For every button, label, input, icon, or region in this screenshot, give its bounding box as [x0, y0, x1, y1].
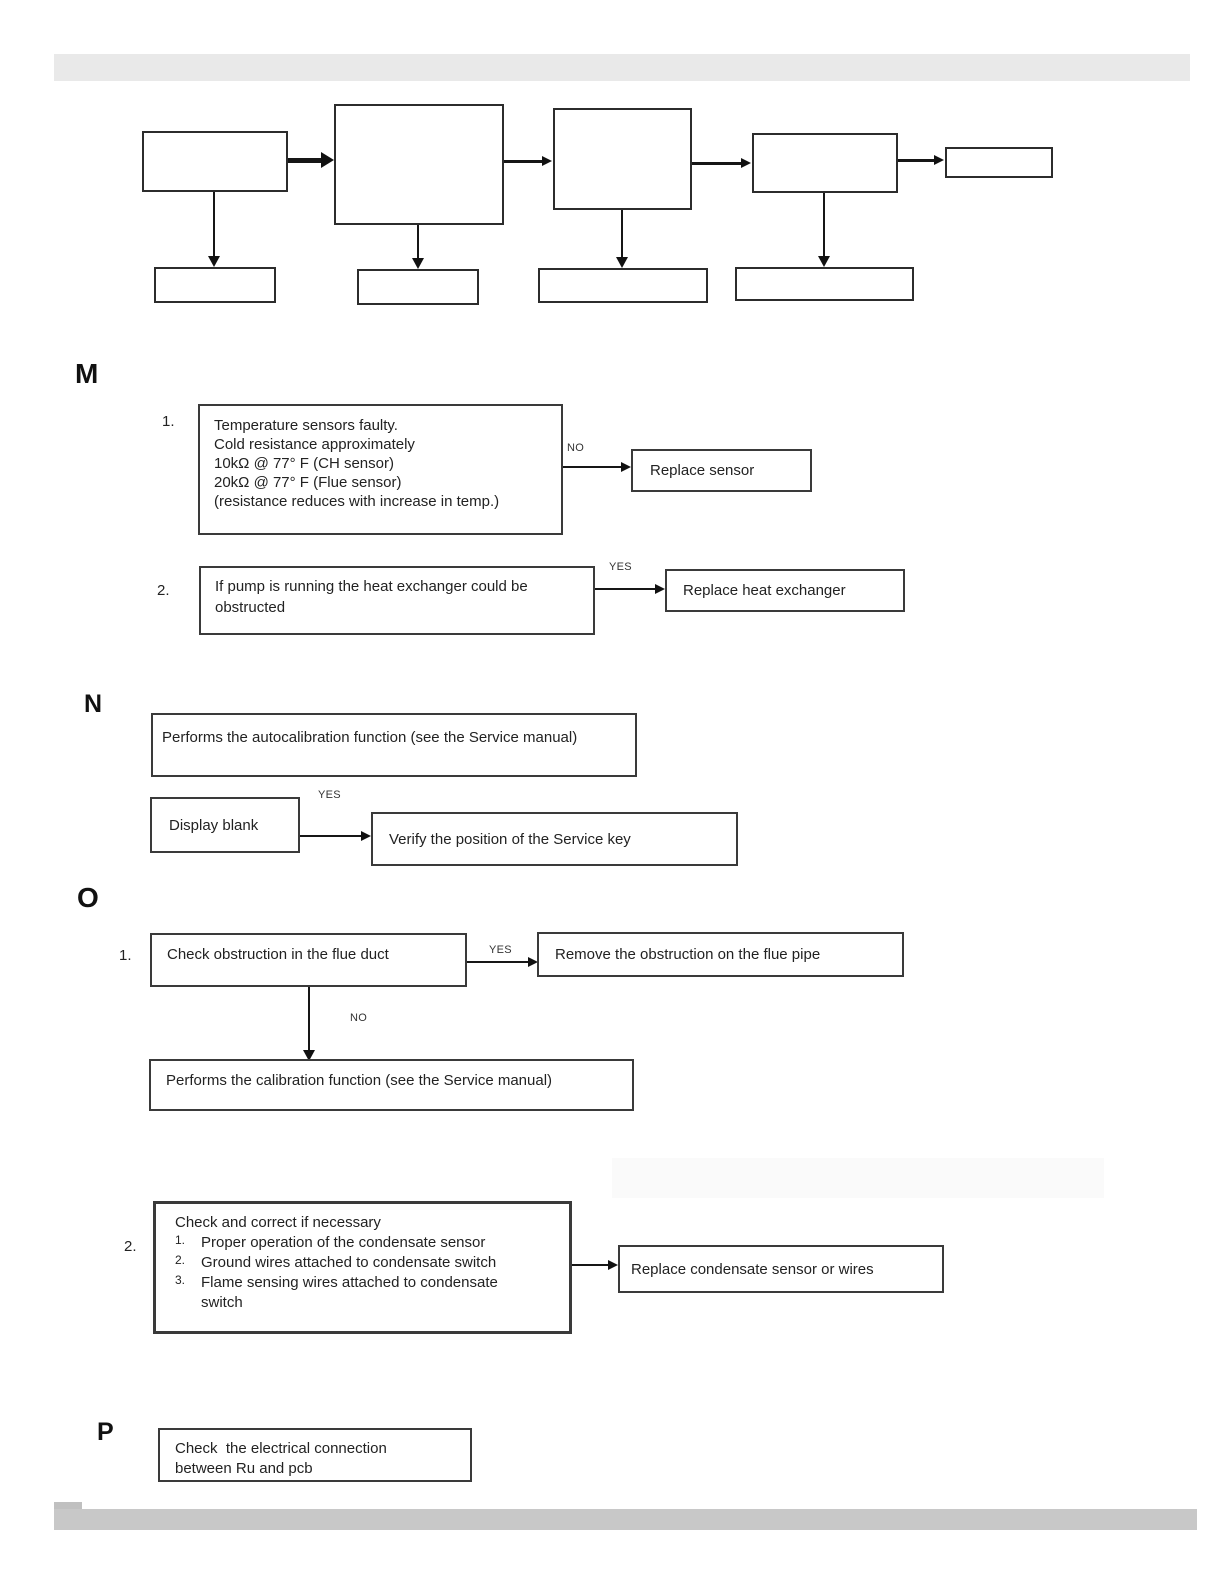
m-item1-line-3: 10kΩ @ 77° F (CH sensor): [214, 455, 394, 472]
flow-skeleton-box-2: [334, 104, 504, 225]
scan-artifact: [612, 1158, 1104, 1198]
m-item1-cause-box: Temperature sensors faulty. Cold resista…: [198, 404, 563, 535]
m-item1-line-2: Cold resistance approximately: [214, 436, 415, 453]
o-item1-yes-result-label: Remove the obstruction on the flue pipe: [555, 946, 821, 963]
o-item2-check-2-text: Ground wires attached to condensate swit…: [201, 1254, 497, 1271]
m-item1-connector-label: NO: [567, 442, 585, 454]
m-item1-result-label: Replace sensor: [650, 462, 755, 479]
m-item1-line-5: (resistance reduces with increase in tem…: [214, 493, 500, 510]
o-item2-result-box: Replace condensate sensor or wires: [618, 1245, 944, 1293]
section-label-n: N: [84, 690, 103, 718]
m-item2-connector-label: YES: [609, 561, 632, 573]
o-item2-check-3-num: 3.: [175, 1273, 186, 1287]
bottom-scan-bar-notch: [54, 1502, 82, 1511]
o-item1-no-result-label: Performs the calibration function (see t…: [166, 1072, 553, 1089]
m-item2-result-box: Replace heat exchanger: [665, 569, 905, 612]
o-item1-number: 1.: [119, 947, 132, 964]
p-check-box: Check the electrical connection between …: [158, 1428, 472, 1482]
o-item2-check-1-text: Proper operation of the condensate senso…: [201, 1234, 486, 1251]
n-connector-label: YES: [318, 789, 341, 801]
m-item1-line-4: 20kΩ @ 77° F (Flue sensor): [214, 474, 402, 491]
m-item2-result-label: Replace heat exchanger: [683, 582, 846, 599]
n-result-label: Verify the position of the Service key: [389, 830, 631, 848]
flow-skeleton-box-5: [945, 147, 1053, 178]
n-decision-label: Display blank: [169, 816, 259, 834]
n-decision-box: Display blank: [150, 797, 300, 853]
o-item2-check-2-num: 2.: [175, 1253, 186, 1267]
n-result-box: Verify the position of the Service key: [371, 812, 738, 866]
m-item2-cause-box: If pump is running the heat exchanger co…: [199, 566, 595, 635]
flow-skeleton-box-1: [142, 131, 288, 192]
flow-skeleton-box-3: [553, 108, 692, 210]
o-item2-number: 2.: [124, 1238, 137, 1255]
section-label-p: P: [97, 1418, 114, 1446]
o-item2-check-box: Check and correct if necessary 1. Proper…: [153, 1201, 572, 1334]
o-item1-yes-label: YES: [489, 944, 512, 956]
p-line-2: between Ru and pcb: [175, 1460, 313, 1477]
o-item2-check-2: 2. Ground wires attached to condensate s…: [175, 1253, 565, 1273]
o-item1-no-result-box: Performs the calibration function (see t…: [149, 1059, 634, 1111]
m-item2-number: 2.: [157, 582, 170, 599]
flow-skeleton-box-9: [735, 267, 914, 301]
section-label-m: M: [75, 358, 99, 389]
o-item2-check-1: 1. Proper operation of the condensate se…: [175, 1233, 565, 1253]
p-line-1: Check the electrical connection: [175, 1440, 387, 1457]
o-item2-check-3: 3. Flame sensing wires attached to conde…: [175, 1273, 565, 1313]
section-label-o: O: [77, 882, 99, 913]
o-item1-decision-label: Check obstruction in the flue duct: [167, 946, 389, 963]
top-scan-bar: [54, 54, 1190, 81]
o-item2-result-label: Replace condensate sensor or wires: [631, 1260, 874, 1278]
m-item1-number: 1.: [162, 413, 175, 430]
o-item1-no-label: NO: [350, 1012, 368, 1024]
flow-skeleton-box-8: [538, 268, 708, 303]
flow-skeleton-box-7: [357, 269, 479, 305]
o-item2-title: Check and correct if necessary: [175, 1214, 381, 1231]
o-item1-decision-box: Check obstruction in the flue duct: [150, 933, 467, 987]
m-item1-line-1: Temperature sensors faulty.: [214, 417, 398, 434]
flow-skeleton-box-4: [752, 133, 898, 193]
n-info-text: Performs the autocalibration function (s…: [162, 729, 578, 746]
o-item2-check-3-text: Flame sensing wires attached to condensa…: [201, 1274, 498, 1311]
m-item2-text: If pump is running the heat exchanger co…: [215, 578, 528, 616]
n-info-box: Performs the autocalibration function (s…: [151, 713, 637, 777]
bottom-scan-bar: [54, 1509, 1197, 1530]
o-item1-yes-result-box: Remove the obstruction on the flue pipe: [537, 932, 904, 977]
m-item1-result-box: Replace sensor: [631, 449, 812, 492]
flow-skeleton-box-6: [154, 267, 276, 303]
o-item2-check-1-num: 1.: [175, 1233, 186, 1247]
